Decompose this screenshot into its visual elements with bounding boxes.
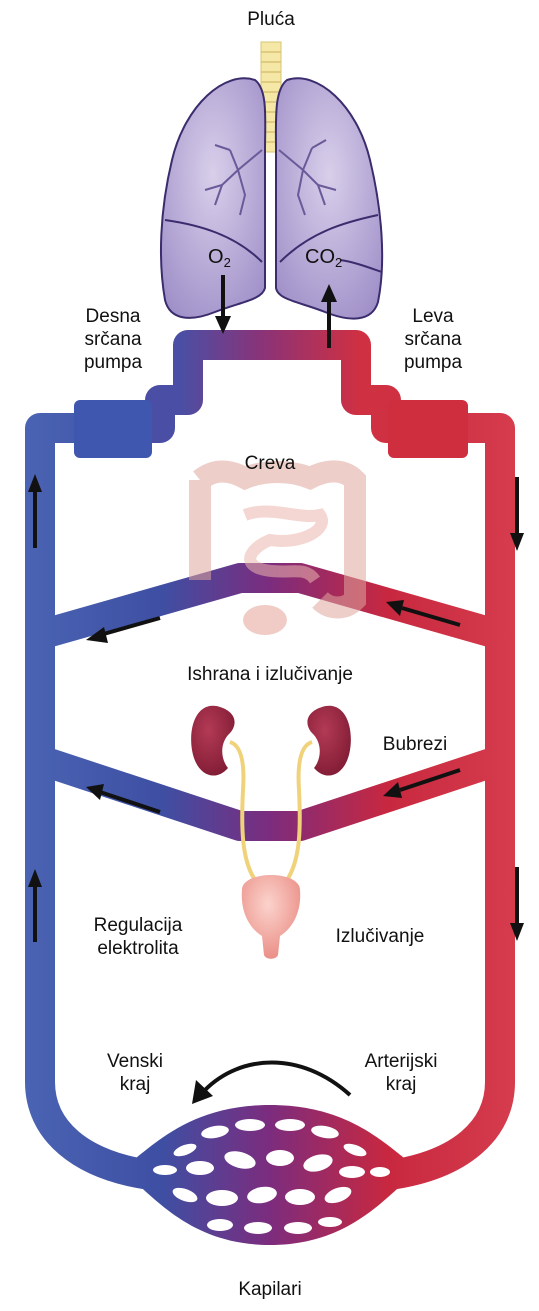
nutrition-excretion-label: Ishrana i izlučivanje	[150, 663, 390, 686]
capillary-flow-arrow	[192, 1063, 350, 1105]
kidneys-label: Bubrezi	[360, 733, 470, 756]
co2-label: CO2	[305, 246, 342, 270]
venous-end-label: Venski kraj	[90, 1050, 180, 1096]
arterial-end-label: Arterijski kraj	[346, 1050, 456, 1096]
right-heart-pump-label: Desna srčana pumpa	[58, 305, 168, 374]
capillaries-label: Kapilari	[215, 1278, 325, 1301]
electrolyte-regulation-label: Regulacija elektrolita	[78, 914, 198, 960]
bladder	[242, 875, 300, 959]
o2-label: O2	[208, 246, 231, 270]
intestines	[200, 471, 355, 635]
left-heart-pump-label: Leva srčana pumpa	[378, 305, 488, 374]
flow-arrows	[28, 275, 524, 1104]
left-heart-pump	[388, 400, 468, 458]
right-heart-pump	[74, 400, 152, 458]
lungs	[161, 42, 382, 319]
intestines-label: Creva	[220, 452, 320, 475]
kidneys	[191, 706, 351, 776]
excretion-label: Izlučivanje	[310, 925, 450, 948]
capillary-bed	[120, 1105, 420, 1245]
lungs-label: Pluća	[226, 8, 316, 31]
